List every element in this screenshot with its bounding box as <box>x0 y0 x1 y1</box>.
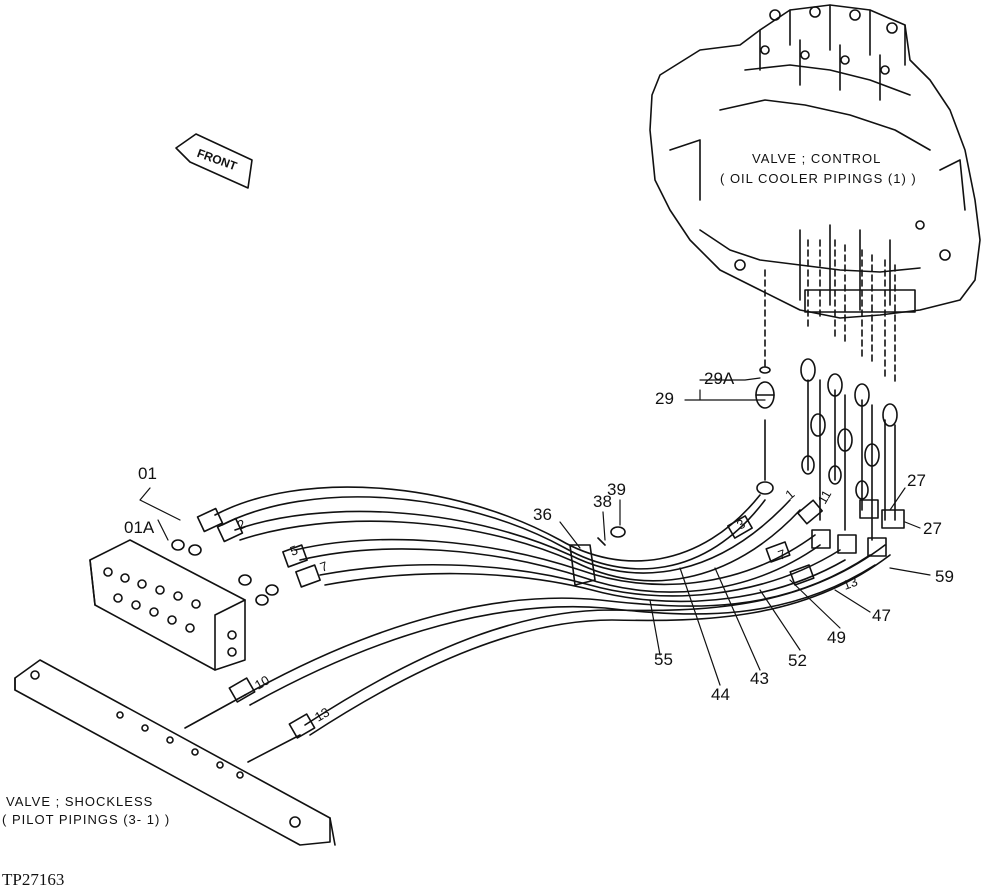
hose-mark: 7 <box>318 558 330 575</box>
fittings <box>755 358 905 557</box>
part-label-01a: 01A <box>124 518 155 537</box>
part-label-47: 47 <box>872 606 891 625</box>
hose-mark: 11 <box>815 487 835 506</box>
part-label-49: 49 <box>827 628 846 647</box>
part-label-29: 29 <box>655 389 674 408</box>
hose-mark: 7 <box>776 546 788 563</box>
hose-mark: 13 <box>312 704 332 724</box>
hose-mark: 10 <box>252 672 272 692</box>
shockless-valve-plate <box>14 659 336 846</box>
hose-bundle <box>214 486 891 736</box>
part-label-59: 59 <box>935 567 954 586</box>
part-label-43: 43 <box>750 669 769 688</box>
front-arrow <box>175 133 253 189</box>
part-label-39: 39 <box>607 480 626 499</box>
hose-marks: 2 5 7 10 13 1 3 11 7 13 <box>235 486 860 724</box>
hose-clamp <box>569 526 626 586</box>
hose-mark: 1 <box>782 486 797 502</box>
shockless-valve-block <box>89 539 279 671</box>
hose-mark: 2 <box>235 516 248 533</box>
shockless-valve-caption-line2: ( PILOT PIPINGS (3- 1) ) <box>2 812 171 827</box>
control-valve-body <box>649 4 981 319</box>
leader-lines <box>139 377 931 686</box>
hose-mark: 3 <box>734 516 748 533</box>
part-label-38: 38 <box>593 492 612 511</box>
hose-mark: 5 <box>288 542 300 559</box>
control-valve-caption-line2: ( OIL COOLER PIPINGS (1) ) <box>720 171 917 186</box>
part-label-36: 36 <box>533 505 552 524</box>
figure-id: TP27163 <box>2 870 65 889</box>
vertical-pipes <box>764 239 896 386</box>
vertical-pipes-solid <box>764 379 896 541</box>
part-label-52: 52 <box>788 651 807 670</box>
part-label-55: 55 <box>654 650 673 669</box>
hose-ends <box>196 499 823 739</box>
hose-mark: 13 <box>841 574 860 593</box>
part-label-44: 44 <box>711 685 730 704</box>
shockless-valve-caption-line1: VALVE ; SHOCKLESS <box>6 794 154 809</box>
control-valve-caption-line1: VALVE ; CONTROL <box>752 151 882 166</box>
part-label-27a: 27 <box>907 471 926 490</box>
part-label-29a: 29A <box>704 369 735 388</box>
part-label-01: 01 <box>138 464 157 483</box>
part-label-27b: 27 <box>923 519 942 538</box>
